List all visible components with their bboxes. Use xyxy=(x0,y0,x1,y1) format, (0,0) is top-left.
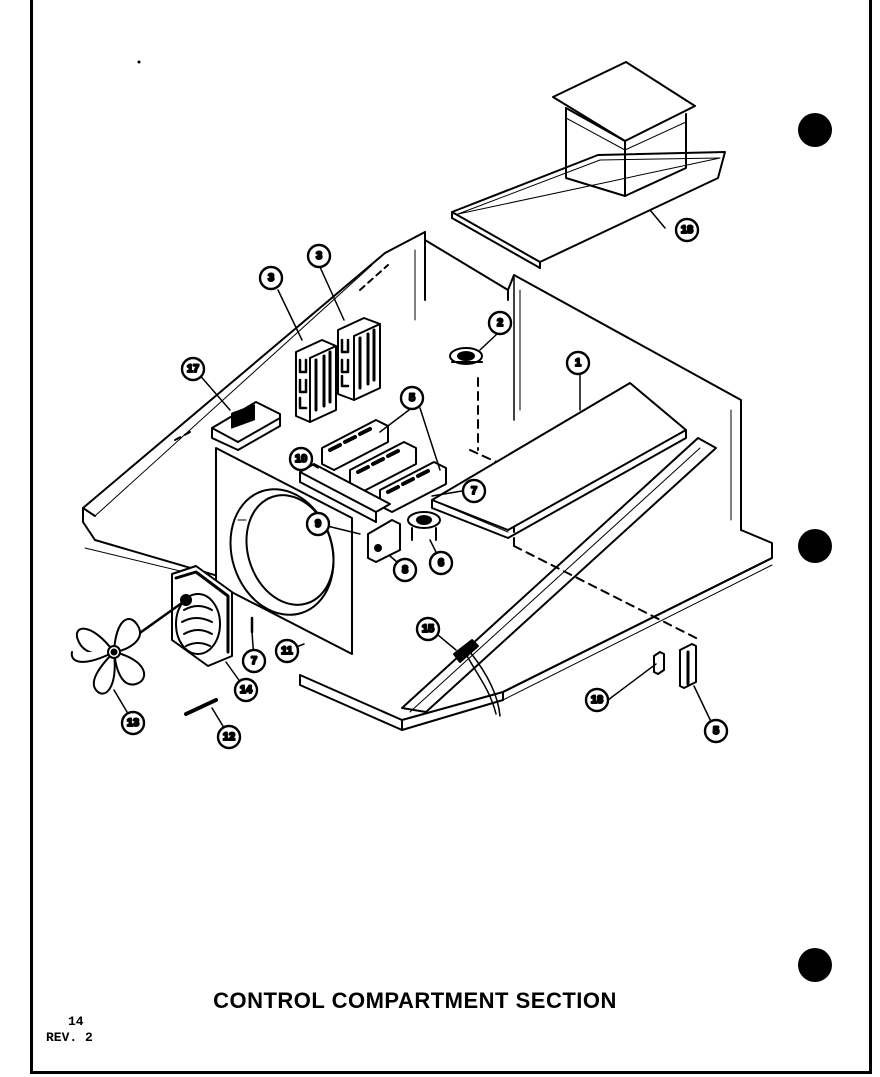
callout-15: 15 xyxy=(415,616,441,642)
svg-text:7: 7 xyxy=(251,655,257,667)
svg-text:6: 6 xyxy=(438,557,444,569)
relay-block-left xyxy=(295,339,337,423)
callout-6: 6 xyxy=(428,550,454,576)
svg-text:18: 18 xyxy=(681,224,693,236)
svg-text:18: 18 xyxy=(591,694,603,706)
callout-3-right: 3 xyxy=(306,243,332,269)
binder-hole-bottom xyxy=(798,948,832,982)
svg-text:15: 15 xyxy=(422,623,434,635)
callout-18-top: 18 xyxy=(674,217,700,243)
callout-2: 2 xyxy=(487,310,513,336)
diagram-title: CONTROL COMPARTMENT SECTION xyxy=(213,988,617,1013)
callout-3-left: 3 xyxy=(258,265,284,291)
svg-text:3: 3 xyxy=(316,250,322,262)
callout-7-lower: 7 xyxy=(241,648,267,674)
fan-motor xyxy=(128,565,233,667)
control-board xyxy=(431,382,687,539)
svg-text:8: 8 xyxy=(402,564,408,576)
svg-text:10: 10 xyxy=(295,453,307,465)
fan-shroud-panel xyxy=(215,447,353,655)
binder-hole-top xyxy=(798,113,832,147)
page-border xyxy=(30,0,872,1074)
switch-row xyxy=(321,419,447,513)
svg-text:11: 11 xyxy=(281,645,293,657)
thermostat-2 xyxy=(449,347,483,365)
callout-8: 8 xyxy=(392,557,418,583)
callout-1: 1 xyxy=(565,350,591,376)
binder-hole-middle xyxy=(798,529,832,563)
mount-bolt-12 xyxy=(184,698,218,716)
thermostat-6 xyxy=(407,511,441,541)
page-number: 14 xyxy=(68,1014,84,1029)
callout-11: 11 xyxy=(274,638,300,664)
svg-text:12: 12 xyxy=(223,731,235,743)
top-cover-plate xyxy=(451,61,726,269)
callout-9: 9 xyxy=(305,511,331,537)
callout-14: 14 xyxy=(233,677,259,703)
svg-text:2: 2 xyxy=(497,317,503,329)
callout-12: 12 xyxy=(216,724,242,750)
relay-block-right xyxy=(337,317,381,401)
switch-clip xyxy=(653,651,665,675)
svg-text:13: 13 xyxy=(127,717,139,729)
callout-5-top: 5 xyxy=(399,385,425,411)
fan-blade xyxy=(70,617,146,695)
svg-text:9: 9 xyxy=(315,518,321,530)
callout-18-bottom: 18 xyxy=(584,687,610,713)
callout-10: 10 xyxy=(288,446,314,472)
svg-text:5: 5 xyxy=(409,392,415,404)
control-compartment-housing xyxy=(82,231,773,731)
svg-text:7: 7 xyxy=(471,485,477,497)
revision-label: REV. 2 xyxy=(46,1030,93,1045)
callout-5-bottom: 5 xyxy=(703,718,729,744)
svg-text:3: 3 xyxy=(268,272,274,284)
callout-7-upper: 7 xyxy=(461,478,487,504)
svg-text:14: 14 xyxy=(240,684,253,696)
callout-13: 13 xyxy=(120,710,146,736)
callout-17: 17 xyxy=(180,356,206,382)
svg-text:17: 17 xyxy=(187,363,199,375)
wire-harness-clip xyxy=(453,639,501,717)
terminal-block xyxy=(211,401,281,451)
svg-text:5: 5 xyxy=(713,725,719,737)
svg-text:1: 1 xyxy=(575,357,581,369)
door-switch xyxy=(679,643,697,689)
bracket xyxy=(367,519,401,563)
